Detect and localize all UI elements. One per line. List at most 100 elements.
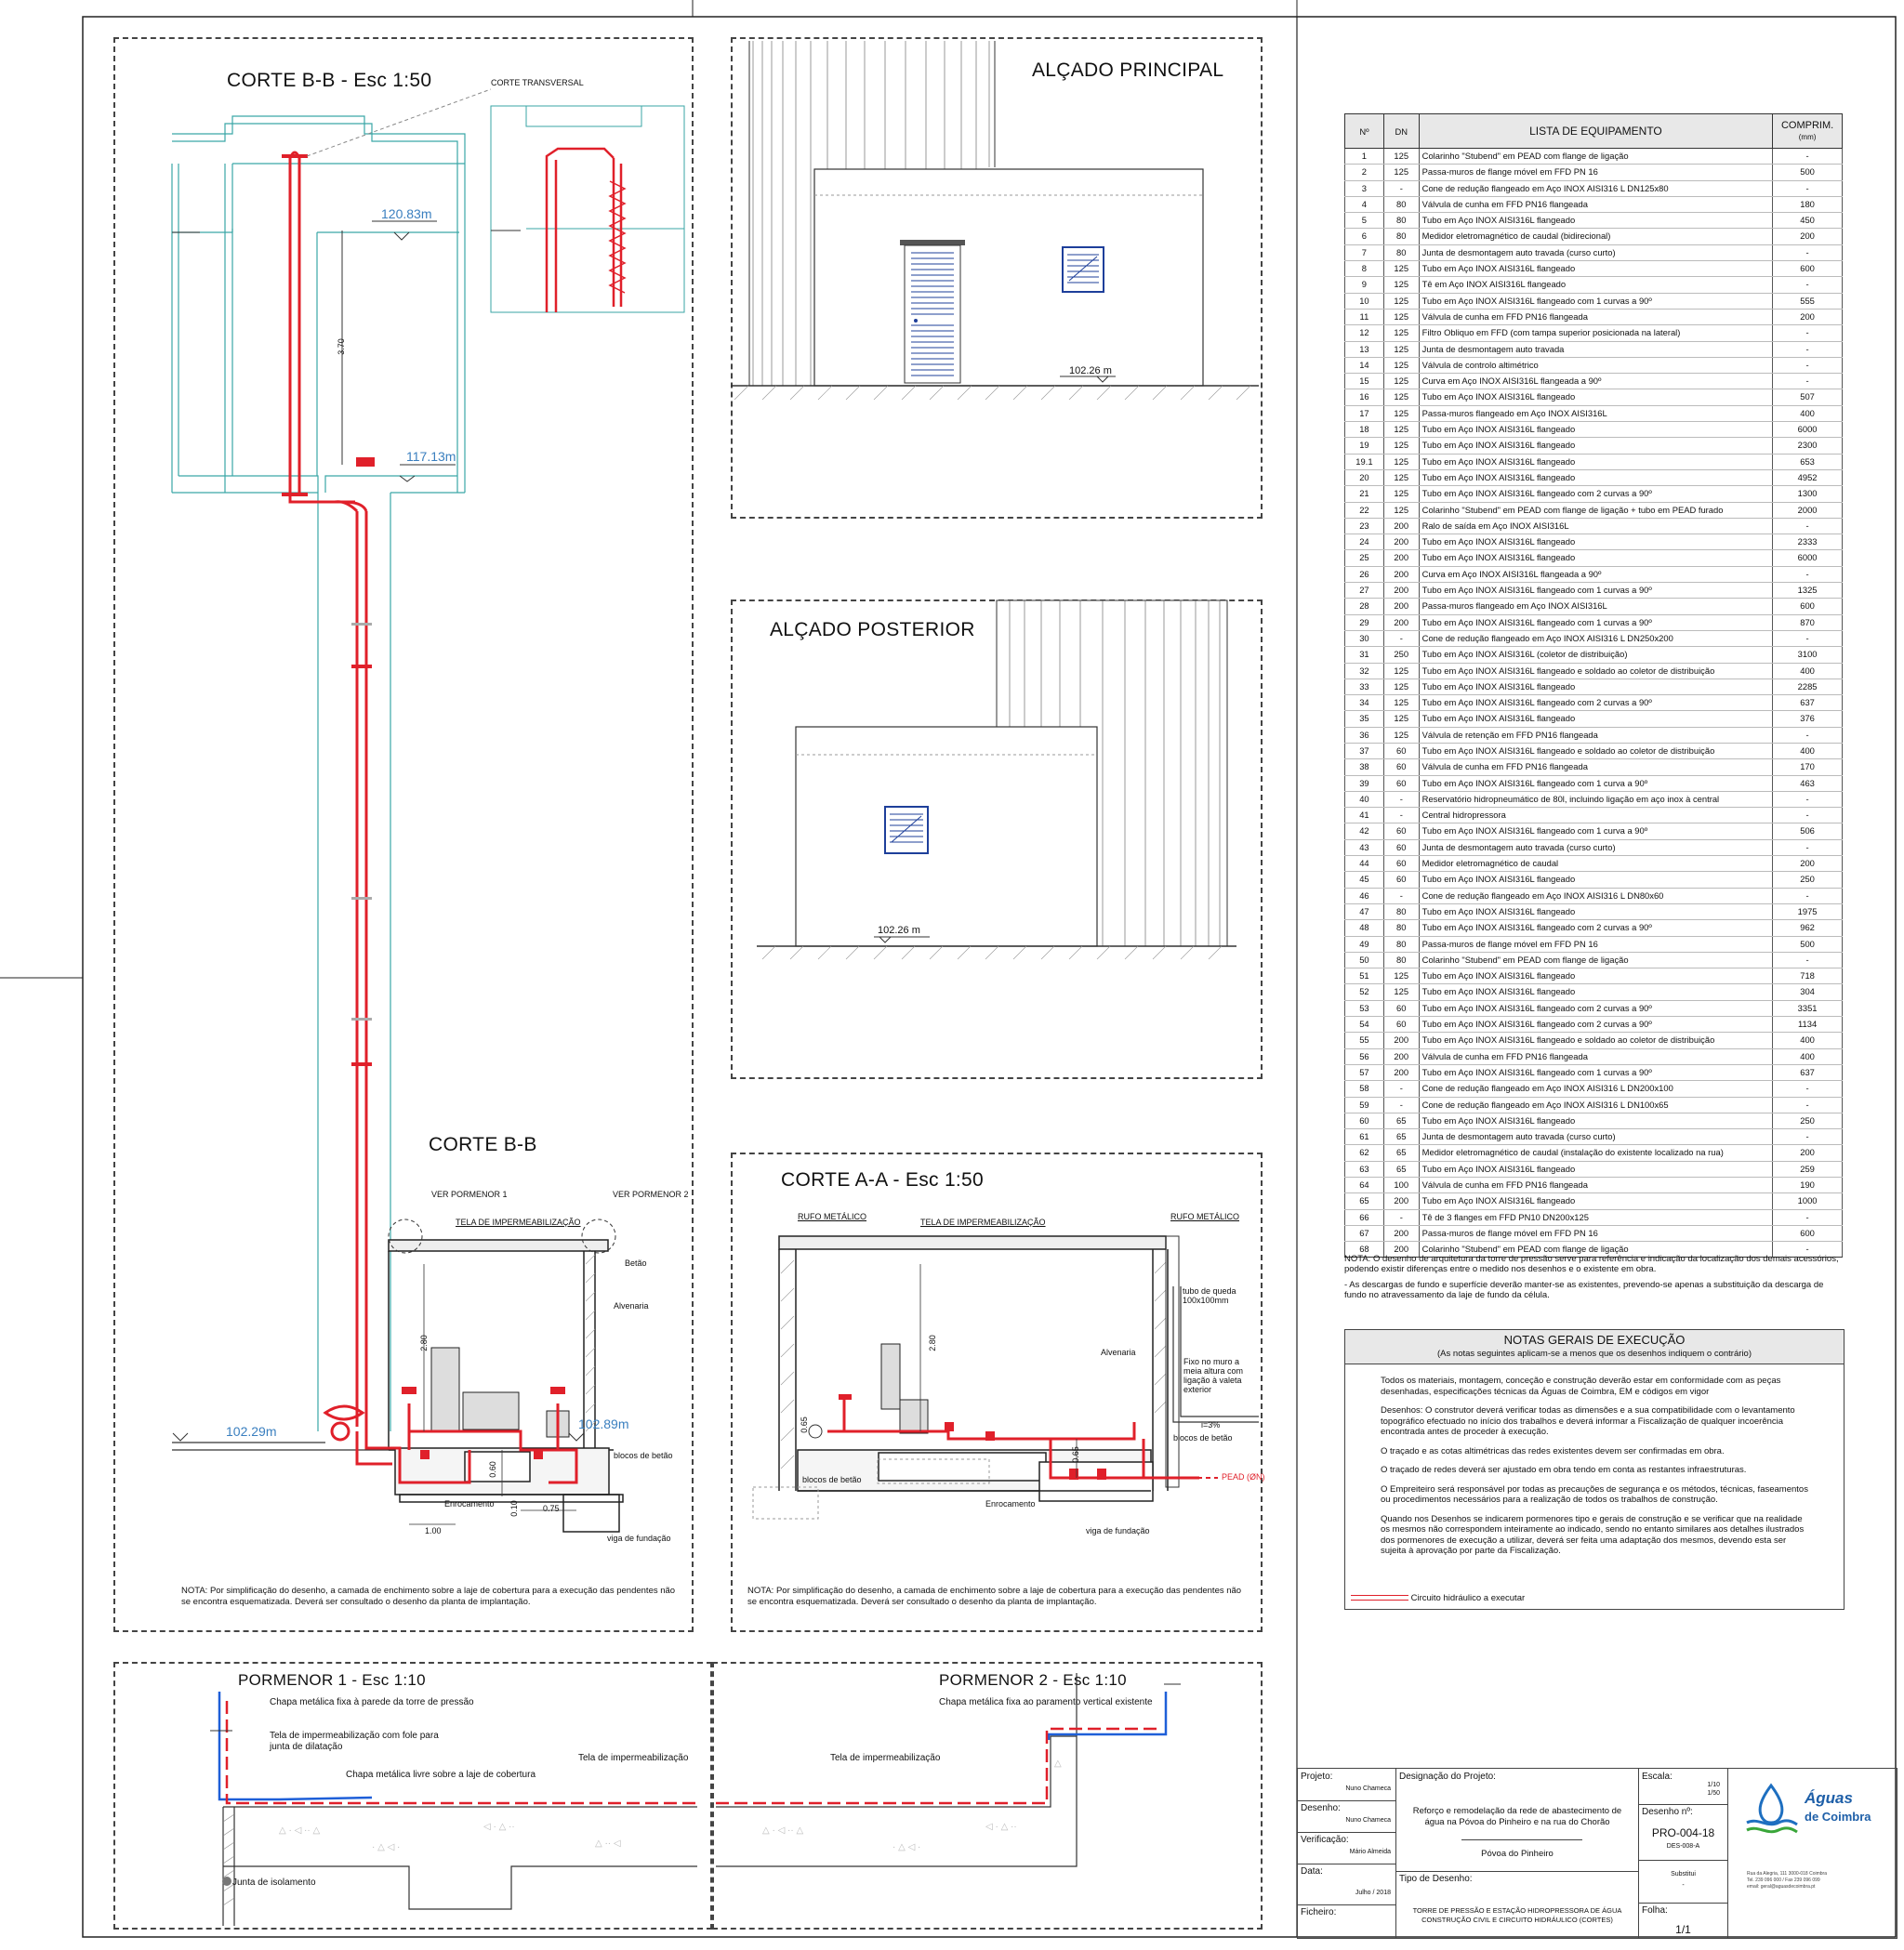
tb-folha-value: 1/1 <box>1675 1923 1691 1936</box>
dim-100: 1.00 <box>425 1526 442 1535</box>
cell-description: Cone de redução flangeado em Aço INOX AI… <box>1418 888 1774 904</box>
label-enrocamento-bb: Enrocamento <box>444 1499 495 1509</box>
cell-n: 38 <box>1344 758 1384 776</box>
cell-length: - <box>1772 1241 1843 1258</box>
tb-escala-1: 1/10 <box>1707 1782 1720 1788</box>
cell-n: 68 <box>1344 1241 1384 1258</box>
cell-length: 463 <box>1772 775 1843 792</box>
cell-dn: 200 <box>1382 566 1420 584</box>
cell-n: 15 <box>1344 373 1384 390</box>
cell-n: 30 <box>1344 630 1384 648</box>
cell-n: 57 <box>1344 1064 1384 1082</box>
cell-description: Cone de redução flangeado em Aço INOX AI… <box>1418 1097 1774 1113</box>
table-header-dn: DN <box>1382 113 1420 149</box>
cell-description: Tubo em Aço INOX AISI316L flangeado <box>1418 968 1774 985</box>
cell-length: 718 <box>1772 968 1843 985</box>
cell-length: 170 <box>1772 758 1843 776</box>
cell-dn: 125 <box>1382 357 1420 375</box>
label-tela-aa: TELA DE IMPERMEABILIZAÇÃO <box>920 1218 1046 1227</box>
cell-n: 9 <box>1344 276 1384 294</box>
cell-description: Tubo em Aço INOX AISI316L flangeado com … <box>1418 293 1774 310</box>
cell-length: - <box>1772 1080 1843 1098</box>
cell-dn: - <box>1382 791 1420 809</box>
cell-dn: 125 <box>1382 727 1420 744</box>
label-p1-tela-fole: Tela de impermeabilização com fole para … <box>270 1731 439 1752</box>
cell-n: 64 <box>1344 1177 1384 1194</box>
cell-dn: 125 <box>1382 663 1420 679</box>
title-alcado-principal: ALÇADO PRINCIPAL <box>1032 59 1224 81</box>
table-header-comp-unit: (mm) <box>1798 133 1817 141</box>
cell-dn: 80 <box>1382 919 1420 937</box>
tb-data-label: Data: <box>1301 1866 1323 1877</box>
cell-description: Tubo em Aço INOX AISI316L flangeado e so… <box>1418 663 1774 679</box>
svg-text:◁ · △ ··: ◁ · △ ·· <box>483 1822 515 1832</box>
cell-n: 60 <box>1344 1113 1384 1130</box>
tb-tipo-label: Tipo de Desenho: <box>1399 1874 1473 1884</box>
cell-n: 18 <box>1344 421 1384 439</box>
label-p2-chapa: Chapa metálica fixa ao paramento vertica… <box>939 1697 1153 1707</box>
cell-dn: 125 <box>1382 341 1420 358</box>
legend-label: Circuito hidráulico a executar <box>1410 1593 1526 1603</box>
tb-desenho-n-value: PRO-004-18 <box>1651 1826 1715 1839</box>
level-102-29: 102.29m <box>226 1424 277 1439</box>
cell-description: Passa-muros flangeado em Aço INOX AISI31… <box>1418 598 1774 615</box>
cell-length: - <box>1772 373 1843 390</box>
cell-dn: 125 <box>1382 389 1420 406</box>
cell-length: 304 <box>1772 983 1843 1001</box>
cell-description: Medidor eletromagnético de caudal (insta… <box>1418 1144 1774 1162</box>
label-tela-bb: TELA DE IMPERMEABILIZAÇÃO <box>456 1218 581 1227</box>
table-header-lista: LISTA DE EQUIPAMENTO <box>1418 113 1774 149</box>
label-alvenaria-aa: Alvenaria <box>1101 1348 1136 1357</box>
nota-corte-aa: NOTA: Por simplificação do desenho, a ca… <box>747 1586 1242 1607</box>
cell-description: Filtro Obliquo em FFD (com tampa superio… <box>1418 324 1774 342</box>
cell-description: Tubo em Aço INOX AISI316L flangeado <box>1418 1161 1774 1179</box>
title-pormenor2: PORMENOR 2 - Esc 1:10 <box>939 1671 1127 1689</box>
cell-n: 5 <box>1344 212 1384 230</box>
notas-gerais-box: NOTAS GERAIS DE EXECUÇÃO (As notas segui… <box>1344 1329 1844 1610</box>
cell-dn: 60 <box>1382 839 1420 857</box>
cell-length: 962 <box>1772 919 1843 937</box>
cell-dn: 125 <box>1382 983 1420 1001</box>
tb-tipo-value: TORRE DE PRESSÃO E ESTAÇÃO HIDROPRESSORA… <box>1412 1906 1622 1924</box>
cell-description: Medidor eletromagnético de caudal <box>1418 855 1774 873</box>
cell-length: - <box>1772 148 1843 165</box>
cell-dn: 60 <box>1382 1016 1420 1034</box>
cell-dn: - <box>1382 1080 1420 1098</box>
cell-n: 43 <box>1344 839 1384 857</box>
cell-n: 63 <box>1344 1161 1384 1179</box>
panel-pormenor2 <box>712 1662 1263 1930</box>
cell-length: - <box>1772 1128 1843 1146</box>
cell-length: 870 <box>1772 614 1843 631</box>
svg-text:△ ·· ◁: △ ·· ◁ <box>595 1838 621 1849</box>
cell-n: 12 <box>1344 324 1384 342</box>
cell-n: 13 <box>1344 341 1384 358</box>
tb-row-verificacao: Verificação: Mário Almeida <box>1298 1832 1395 1864</box>
cell-dn: 125 <box>1382 276 1420 294</box>
tb-col1 <box>1298 1769 1396 1938</box>
svg-text:△ · ◁ ·· △: △ · ◁ ·· △ <box>762 1825 803 1836</box>
cell-length: - <box>1772 888 1843 904</box>
tb-projeto-label: Projeto: <box>1301 1772 1333 1782</box>
cell-description: Junta de desmontagem auto travada (curso… <box>1418 839 1774 857</box>
cell-dn: - <box>1382 888 1420 904</box>
cell-length: - <box>1772 341 1843 358</box>
cell-n: 32 <box>1344 663 1384 679</box>
cell-dn: 125 <box>1382 454 1420 470</box>
cell-description: Tubo em Aço INOX AISI316L flangeado com … <box>1418 919 1774 937</box>
cell-n: 59 <box>1344 1097 1384 1113</box>
cell-n: 2 <box>1344 164 1384 181</box>
cell-length: 600 <box>1772 1225 1843 1243</box>
cell-length: 250 <box>1772 1113 1843 1130</box>
